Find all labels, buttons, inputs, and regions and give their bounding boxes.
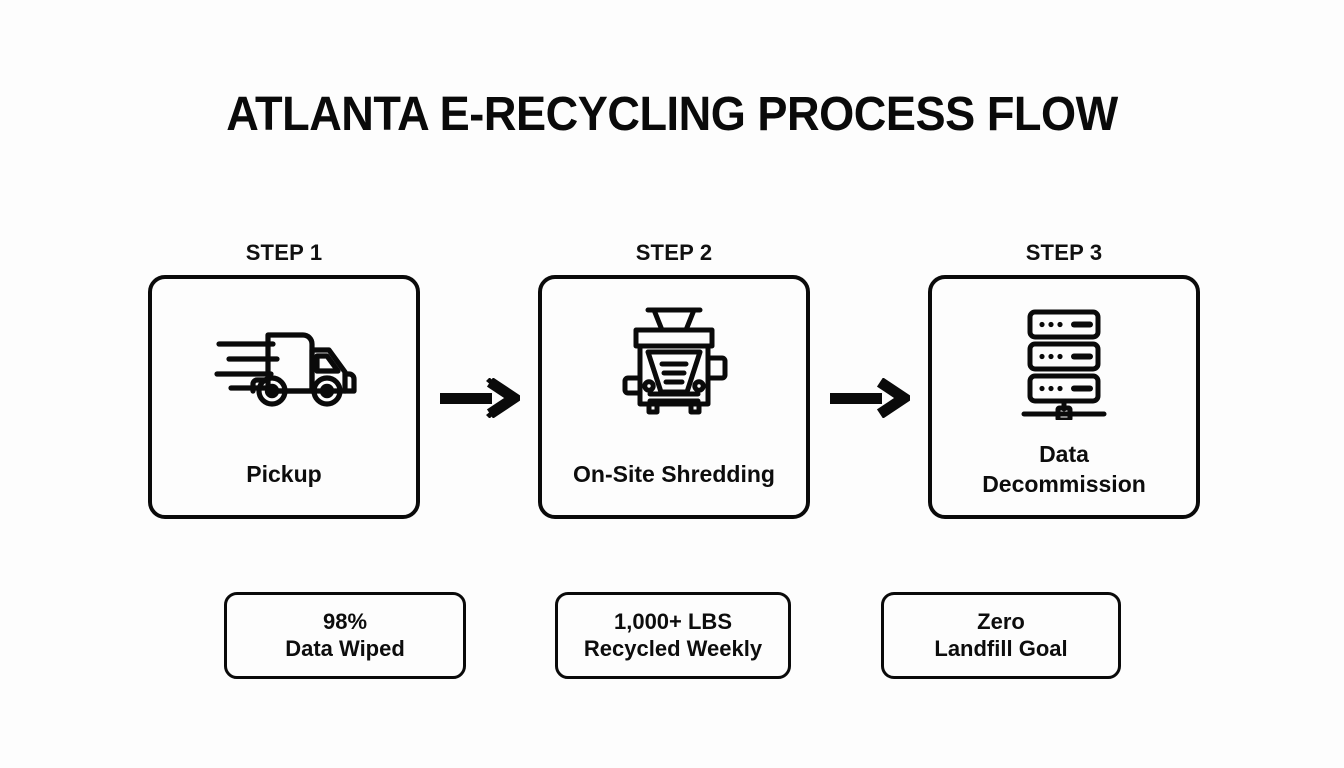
stat-value-data-wiped: 98% (322, 609, 368, 634)
stat-card-landfill-goal[interactable]: Zero Landfill Goal (881, 592, 1121, 679)
step-label-1: STEP 1 (245, 240, 323, 265)
step-card-shredding[interactable]: On-Site Shredding (538, 275, 810, 519)
arrow-right-icon-2 (830, 377, 914, 419)
step-card-data-decommission[interactable]: Data Decommission (928, 275, 1200, 519)
shredder-machine-icon (542, 305, 806, 423)
stat-description-recycled-weekly: Recycled Weekly (583, 636, 763, 661)
stat-description-data-wiped: Data Wiped (285, 636, 405, 661)
stat-card-data-wiped[interactable]: 98% Data Wiped (224, 592, 466, 679)
stat-card-recycled-weekly[interactable]: 1,000+ LBS Recycled Weekly (555, 592, 791, 679)
page-title: ATLANTA E-RECYCLING PROCESS FLOW (226, 88, 1118, 141)
arrow-right-icon-1 (440, 377, 524, 419)
stat-value-landfill-goal: Zero (977, 609, 1025, 634)
step-caption-pickup: Pickup (246, 461, 322, 487)
delivery-truck-icon (152, 305, 416, 423)
server-rack-icon (932, 305, 1196, 423)
step-label-2: STEP 2 (635, 240, 713, 265)
stat-value-recycled-weekly: 1,000+ LBS (613, 609, 732, 634)
step-card-pickup[interactable]: Pickup (148, 275, 420, 519)
step-caption-shredding: On-Site Shredding (573, 461, 775, 487)
step-caption-data-decommission: Data Decommission (982, 441, 1146, 497)
step-label-3: STEP 3 (1025, 240, 1103, 265)
stat-description-landfill-goal: Landfill Goal (934, 636, 1068, 661)
